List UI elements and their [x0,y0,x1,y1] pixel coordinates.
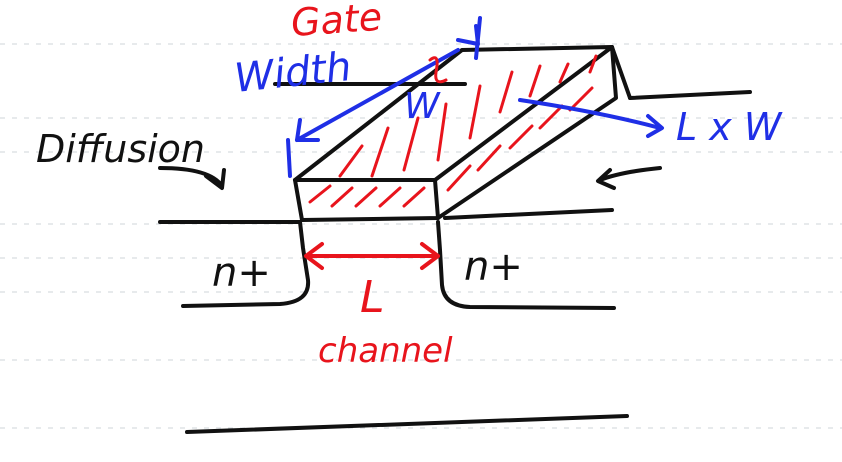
l-times-w-label: L x W [676,105,783,149]
channel-label: channel [318,331,453,371]
diffusion-label: Diffusion [36,127,205,171]
n-plus-right-label: n+ [464,244,523,290]
diffusion-arrow-left [158,166,226,190]
substrate-outline [158,208,629,434]
gate-slab [273,45,752,222]
gate-label: Gate [290,0,384,45]
diffusion-arrow-right [596,166,662,190]
length-dimension-arrow [304,242,440,270]
gate-squiggle [428,56,448,84]
gate-hatching [308,54,598,208]
n-plus-left-label: n+ [212,250,271,296]
area-pointer-arrow [518,98,664,138]
width-dimension-arrow [286,16,482,178]
length-label: L [360,272,385,323]
w-label: W [404,86,441,127]
width-label: Width [232,44,353,102]
